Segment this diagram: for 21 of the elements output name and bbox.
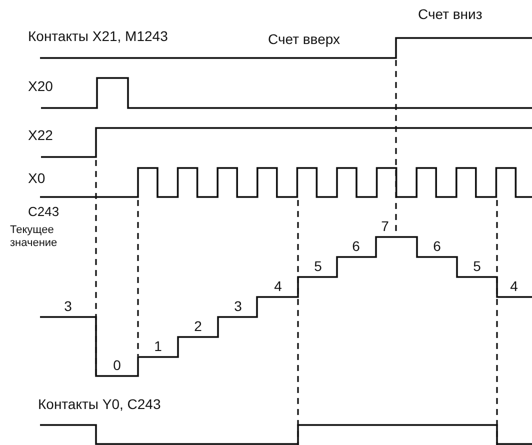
value-label: 0 [113, 357, 121, 373]
signal-label: Счет вниз [418, 6, 482, 22]
value-label: 5 [473, 258, 481, 274]
signal-label: Счет вверх [268, 31, 340, 47]
value-label: 6 [352, 238, 360, 254]
signal-label: X20 [28, 78, 53, 94]
value-label: 4 [274, 278, 282, 294]
signal-label: Контакты X21, M1243 [28, 28, 168, 44]
signal-label: X0 [28, 170, 46, 186]
value-label: 3 [64, 298, 72, 314]
value-label: 3 [234, 298, 242, 314]
value-label: 7 [381, 218, 389, 234]
axis-label: Текущее значение [10, 224, 58, 250]
value-label: 4 [510, 278, 518, 294]
signal-label: X22 [28, 127, 53, 143]
value-label: 5 [314, 258, 322, 274]
value-label: 6 [433, 238, 441, 254]
signal-label: C243 [28, 204, 60, 220]
value-label: 2 [194, 318, 202, 334]
value-label: 1 [154, 338, 162, 354]
signal-label: Контакты Y0, C243 [38, 396, 161, 412]
